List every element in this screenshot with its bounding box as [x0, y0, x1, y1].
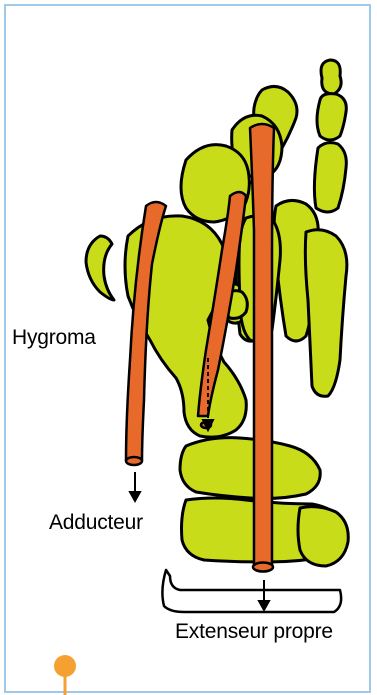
- label-hygroma: Hygroma: [12, 326, 96, 350]
- toe-phalanx-2: [317, 94, 346, 140]
- pin-marker-icon: [54, 655, 76, 695]
- metatarsal-outer: [305, 230, 347, 397]
- extensor-tendon-end: [253, 563, 273, 572]
- hygroma-sac: [86, 236, 114, 300]
- toe-phalanx-3: [314, 143, 346, 212]
- adductor-tendon-end: [126, 457, 142, 465]
- heel-tip: [298, 507, 348, 566]
- calcaneus-upper: [180, 438, 320, 499]
- extensor-tendon: [250, 124, 274, 566]
- label-adducteur: Adducteur: [49, 511, 143, 535]
- toe-phalanx-tip: [321, 60, 341, 94]
- label-extenseur-propre: Extenseur propre: [175, 620, 333, 644]
- heel-pad: [162, 570, 341, 612]
- adducteur-arrow-head: [130, 492, 140, 501]
